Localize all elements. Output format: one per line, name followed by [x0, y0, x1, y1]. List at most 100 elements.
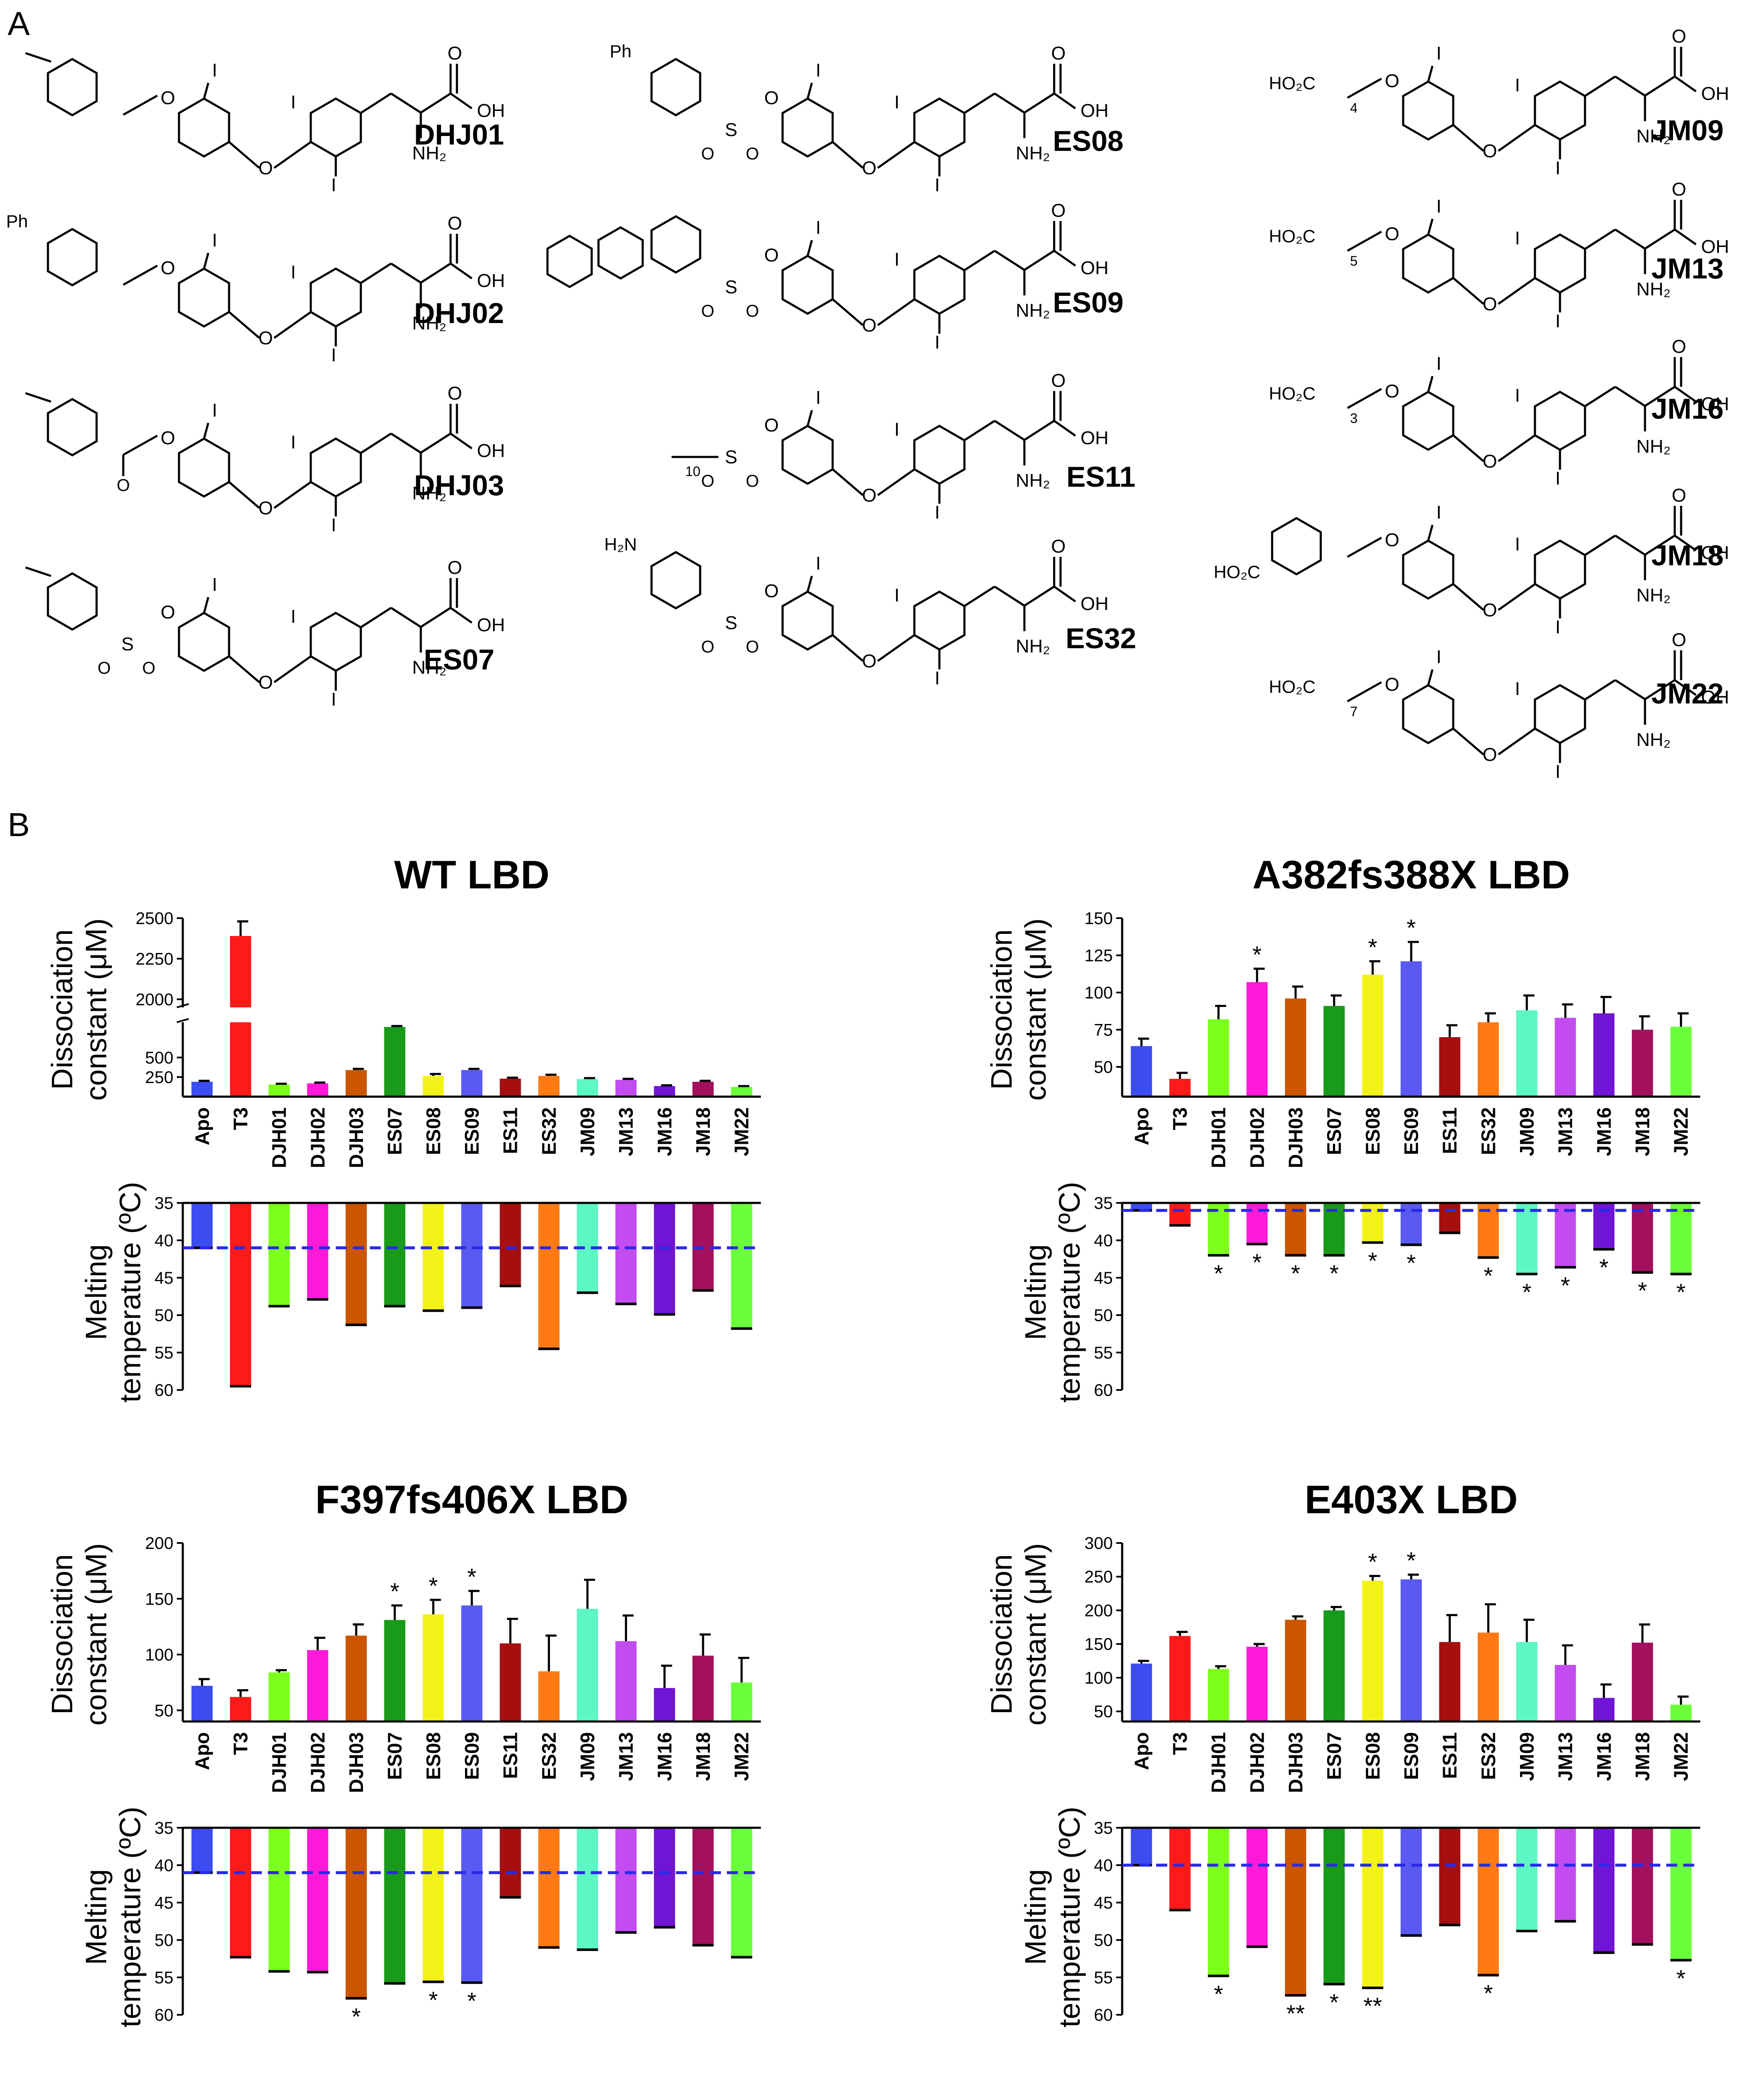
bond	[229, 142, 260, 169]
category-label-es09: ES09	[461, 1732, 483, 1780]
tm-tick-label: 55	[1094, 1344, 1113, 1362]
category-label-djh01: DJH01	[1208, 1732, 1230, 1793]
kd-bar-djh02	[307, 1083, 329, 1097]
bond	[1024, 92, 1055, 114]
tm-bar-djh03	[1285, 1828, 1306, 1996]
aryl-ring	[781, 590, 834, 651]
category-label-djh01: DJH01	[1208, 1107, 1230, 1168]
aryl-ring	[47, 398, 98, 457]
kd-significance-mark: *	[390, 1578, 400, 1605]
bond	[994, 585, 1025, 607]
iodine-label: I	[1515, 385, 1520, 406]
bond	[1347, 388, 1382, 409]
iodine-label: I	[291, 262, 296, 283]
compound-label-jm13: JM13	[1651, 252, 1724, 285]
bond	[450, 262, 473, 280]
tm-bar-es32	[1478, 1203, 1499, 1258]
bond	[1497, 434, 1535, 462]
amine-label: NH₂	[412, 143, 447, 164]
bond	[273, 655, 311, 683]
bond	[360, 92, 392, 114]
tm-significance-mark: *	[352, 2003, 361, 2030]
iodine-label: I	[935, 175, 940, 196]
category-label-t3: T3	[1169, 1107, 1191, 1130]
kd-bar-apo	[191, 1082, 213, 1097]
chart-title: F397fs406X LBD	[315, 1477, 629, 1522]
aryl-ring	[1402, 539, 1455, 600]
category-label-djh02: DJH02	[306, 1107, 329, 1168]
tm-bar-jm16	[654, 1828, 675, 1928]
tm-bar-djh01	[1208, 1828, 1229, 1976]
compound-label-dhj01: DHJ01	[414, 119, 504, 151]
tm-tick-label: 45	[1094, 1269, 1113, 1288]
hydroxyl-label: OH	[1701, 687, 1729, 708]
tm-tick-label: 50	[155, 1306, 174, 1325]
kd-bar-jm09	[577, 1079, 598, 1097]
tm-significance-mark: *	[1638, 1277, 1647, 1304]
category-label-jm13: JM13	[1554, 1732, 1577, 1781]
tm-bar-es09	[461, 1828, 482, 1983]
tm-bar-djh02	[307, 1203, 329, 1300]
category-label-djh03: DJH03	[345, 1107, 367, 1168]
oxygen-label: O	[1051, 370, 1066, 391]
oxygen-label: O	[258, 498, 273, 519]
sulfur-label: S	[725, 277, 737, 298]
bond	[832, 635, 864, 662]
bond	[877, 468, 915, 496]
bond	[994, 250, 1025, 271]
tm-significance-mark: **	[1286, 2000, 1305, 2027]
tm-bar-es07	[1323, 1828, 1345, 1984]
tm-tick-label: 60	[155, 1381, 174, 1400]
oxygen-label: O	[764, 415, 779, 436]
iodine-label: I	[331, 515, 336, 536]
kd-bar-djh03	[346, 1070, 367, 1097]
aryl-ring	[781, 425, 834, 485]
hydroxyl-label: OH	[477, 100, 505, 121]
bond	[964, 250, 995, 271]
kd-bar-jm13	[615, 1641, 637, 1721]
tm-bar-apo	[1131, 1203, 1152, 1211]
oxygen-label: O	[1672, 179, 1686, 200]
tm-significance-mark: *	[1522, 1279, 1531, 1305]
sulfur-label: S	[725, 447, 737, 468]
category-label-djh01: DJH01	[268, 1732, 290, 1793]
aryl-ring	[178, 97, 230, 158]
tm-axis-label-line2: temperature (ºC)	[113, 1182, 147, 1403]
tm-bar-djh02	[1246, 1828, 1268, 1947]
bond	[229, 656, 260, 683]
hydroxyl-label: OH	[1701, 83, 1729, 104]
tm-bar-djh03	[346, 1203, 367, 1325]
kd-bar-es32	[538, 1671, 560, 1721]
iodine-label: I	[935, 332, 940, 353]
kd-bar-apo	[1131, 1046, 1152, 1097]
kd-bar-es09	[461, 1070, 482, 1097]
category-label-jm09: JM09	[576, 1107, 598, 1156]
kd-bar-t3	[1169, 1636, 1191, 1721]
tm-tick-label: 60	[155, 2006, 174, 2025]
category-label-es07: ES07	[1323, 1107, 1345, 1155]
kd-bar-es07	[384, 1620, 406, 1721]
category-label-jm18: JM18	[692, 1732, 714, 1781]
iodine-label: I	[816, 217, 821, 238]
kd-tick-label: 150	[1084, 909, 1113, 928]
category-label-jm22: JM22	[731, 1107, 753, 1156]
category-label-jm13: JM13	[615, 1732, 637, 1781]
kd-tick-label: 100	[1084, 984, 1113, 1002]
compound-label-jm22: JM22	[1651, 678, 1724, 710]
amine-label: NH₂	[412, 483, 447, 504]
oxygen-label: O	[161, 602, 175, 623]
bond	[273, 481, 311, 509]
kd-tick-label: 250	[1084, 1568, 1113, 1586]
aryl-ring	[47, 572, 98, 631]
bond	[1614, 534, 1646, 556]
tm-bar-apo	[1131, 1828, 1152, 1865]
kd-tick-label: 150	[1084, 1635, 1113, 1654]
oxygen-label: O	[448, 213, 462, 234]
oxygen-label: O	[764, 581, 779, 601]
bond	[964, 420, 995, 441]
carboxylic-acid-label: HO₂C	[1269, 73, 1316, 93]
kd-bar-jm13	[1554, 1665, 1576, 1721]
iodine-label: I	[212, 400, 217, 421]
bond	[420, 262, 451, 284]
